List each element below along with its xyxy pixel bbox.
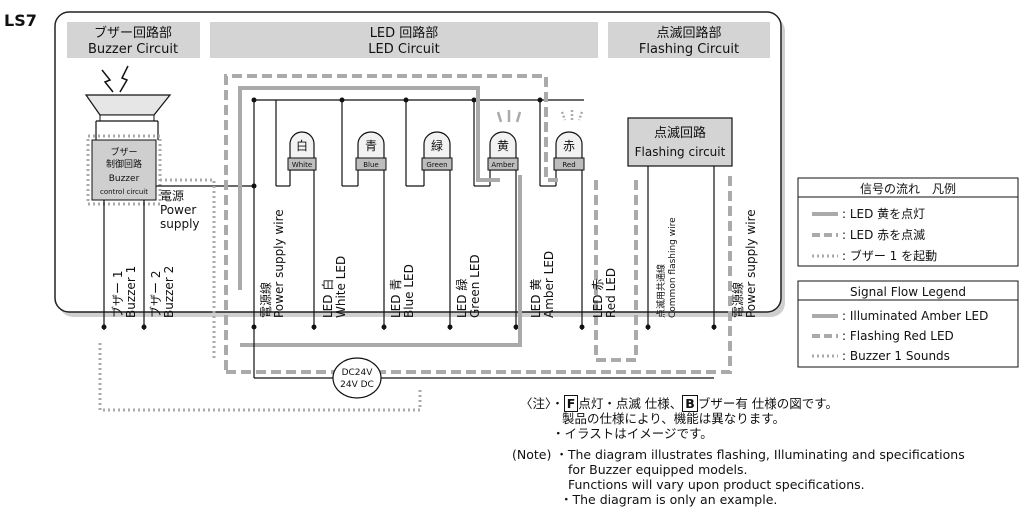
amber-signal-flow bbox=[238, 86, 522, 347]
wire-label-blue-led: LED 青 Blue LED bbox=[389, 264, 416, 318]
wire-label-green-led: LED 緑 Green LED bbox=[454, 254, 482, 318]
junction-dots bbox=[101, 97, 717, 330]
svg-text:24V DC: 24V DC bbox=[340, 380, 374, 390]
section-header-led: LED 回路部 LED Circuit bbox=[210, 22, 598, 58]
svg-text:Signal Flow Legend: Signal Flow Legend bbox=[850, 285, 966, 299]
svg-text:電源: 電源 bbox=[160, 189, 184, 203]
svg-text:黄: 黄 bbox=[497, 139, 509, 153]
svg-text:制御回路: 制御回路 bbox=[106, 158, 142, 170]
svg-text:青: 青 bbox=[365, 139, 377, 153]
svg-text:Power: Power bbox=[160, 203, 196, 217]
svg-text:Buzzer 2: Buzzer 2 bbox=[162, 266, 176, 318]
svg-text:: ブザー 1 を起動: : ブザー 1 を起動 bbox=[842, 248, 937, 263]
section-header-buzzer: ブザー回路部 Buzzer Circuit bbox=[67, 22, 200, 58]
wire-label-white-led: LED 白 White LED bbox=[320, 256, 348, 318]
svg-text:Buzzer: Buzzer bbox=[109, 174, 140, 184]
svg-text:Power supply wire: Power supply wire bbox=[272, 209, 286, 318]
svg-text:: Illuminated Amber LED: : Illuminated Amber LED bbox=[842, 309, 988, 323]
svg-text:Power supply wire: Power supply wire bbox=[744, 209, 758, 318]
led-blue: 青 Blue bbox=[355, 131, 387, 171]
svg-text:LED 白: LED 白 bbox=[320, 279, 335, 318]
svg-text:Amber: Amber bbox=[491, 161, 514, 169]
circuit-wires bbox=[103, 99, 715, 330]
svg-text:点滅用共通線: 点滅用共通線 bbox=[655, 264, 667, 318]
svg-text:LED 青: LED 青 bbox=[389, 279, 403, 318]
svg-text:Flashing Circuit: Flashing Circuit bbox=[639, 42, 739, 57]
svg-text:LED 回路部: LED 回路部 bbox=[370, 25, 439, 41]
svg-text:: Flashing Red LED: : Flashing Red LED bbox=[842, 329, 954, 343]
note-en-line-4: ・The diagram is only an example. bbox=[560, 492, 778, 507]
svg-text:信号の流れ 凡例: 信号の流れ 凡例 bbox=[860, 182, 956, 196]
svg-text:ブザー 2: ブザー 2 bbox=[148, 271, 163, 318]
led-green: 緑 Green bbox=[421, 131, 453, 171]
svg-text:赤: 赤 bbox=[563, 139, 575, 153]
svg-text:Buzzer 1: Buzzer 1 bbox=[124, 266, 138, 318]
svg-text:: LED 赤を点滅: : LED 赤を点滅 bbox=[842, 228, 925, 242]
svg-text:Flashing circuit: Flashing circuit bbox=[635, 145, 726, 159]
svg-text:Buzzer Circuit: Buzzer Circuit bbox=[88, 42, 178, 57]
wire-label-power-supply-right: 電源線 Power supply wire bbox=[730, 209, 758, 318]
wire-label-buzzer-2: ブザー 2 Buzzer 2 bbox=[148, 266, 176, 318]
svg-text:点滅回路部: 点滅回路部 bbox=[656, 25, 721, 41]
svg-text:White LED: White LED bbox=[334, 256, 348, 318]
svg-text:Blue LED: Blue LED bbox=[402, 264, 416, 318]
svg-text:DC24V: DC24V bbox=[342, 368, 374, 378]
wire-label-power-supply-left: 電源線 Power supply wire bbox=[258, 209, 286, 318]
wire-label-common-flashing: 点滅用共通線 Common flashing wire bbox=[655, 217, 678, 318]
wire-label-red-led: LED 赤 Red LED bbox=[591, 268, 618, 318]
section-header-flashing: 点滅回路部 Flashing Circuit bbox=[608, 22, 770, 58]
svg-text:ブザー 1: ブザー 1 bbox=[110, 271, 125, 318]
svg-text:Amber LED: Amber LED bbox=[542, 251, 556, 318]
buzzer-signal-flow bbox=[98, 178, 422, 412]
wire-label-buzzer-1: ブザー 1 Buzzer 1 bbox=[110, 266, 138, 318]
svg-text:電源線: 電源線 bbox=[730, 282, 745, 318]
note-ja-line-2: 製品の仕様により、機能は異なります。 bbox=[562, 411, 786, 426]
circuit-panel bbox=[54, 11, 782, 313]
legend-english: Signal Flow Legend : Illuminated Amber L… bbox=[797, 280, 1019, 368]
svg-text:点滅回路: 点滅回路 bbox=[654, 125, 706, 141]
svg-text:LED 黄: LED 黄 bbox=[529, 279, 543, 318]
led-white: 白 White bbox=[287, 131, 317, 171]
dc-power-source: DC24V 24V DC bbox=[253, 330, 714, 399]
note-en-line-2: for Buzzer equipped models. bbox=[568, 462, 748, 477]
svg-text:: LED 黄を点灯: : LED 黄を点灯 bbox=[842, 207, 925, 221]
buzzer-speaker-icon bbox=[84, 65, 172, 140]
led-red: 赤 Red bbox=[553, 110, 585, 171]
flashing-circuit-box: 点滅回路 Flashing circuit bbox=[627, 117, 733, 167]
legend-japanese: 信号の流れ 凡例 : LED 黄を点灯 : LED 赤を点滅 : ブザー 1 を… bbox=[797, 177, 1019, 267]
svg-text:supply: supply bbox=[160, 217, 200, 231]
svg-text:Common flashing wire: Common flashing wire bbox=[668, 217, 678, 318]
svg-text:白: 白 bbox=[296, 138, 308, 153]
svg-text:White: White bbox=[292, 161, 312, 169]
svg-text:LED 緑: LED 緑 bbox=[454, 279, 469, 318]
svg-text:LED Circuit: LED Circuit bbox=[368, 42, 439, 57]
note-en-line-1: (Note) ・The diagram illustrates flashing… bbox=[512, 447, 965, 462]
diagram-id-label: LS7 bbox=[4, 11, 37, 30]
wire-label-amber-led: LED 黄 Amber LED bbox=[529, 251, 556, 318]
svg-text:ブザー回路部: ブザー回路部 bbox=[94, 25, 172, 41]
svg-text:ブザー: ブザー bbox=[110, 146, 137, 158]
power-supply-label: 電源 Power supply bbox=[160, 189, 200, 231]
notes-english: (Note) ・The diagram illustrates flashing… bbox=[512, 447, 965, 507]
svg-text:緑: 緑 bbox=[431, 138, 443, 153]
svg-text:電源線: 電源線 bbox=[258, 282, 273, 318]
led-amber: 黄 Amber bbox=[487, 110, 522, 171]
red-flash-signal-flow bbox=[224, 74, 732, 374]
note-en-line-3: Functions will vary upon product specifi… bbox=[568, 477, 865, 492]
svg-text:Red: Red bbox=[562, 161, 575, 169]
svg-text:Red LED: Red LED bbox=[604, 268, 618, 318]
svg-text:LED 赤: LED 赤 bbox=[591, 279, 605, 318]
svg-text:Green LED: Green LED bbox=[468, 254, 482, 318]
svg-text:Blue: Blue bbox=[363, 161, 379, 169]
buzzer-control-circuit-box: ブザー 制御回路 Buzzer control circuit bbox=[86, 134, 162, 206]
note-ja-line-3: ・イラストはイメージです。 bbox=[552, 426, 713, 441]
svg-text:Green: Green bbox=[426, 161, 447, 169]
svg-text:: Buzzer 1 Sounds: : Buzzer 1 Sounds bbox=[842, 349, 950, 363]
svg-text:control circuit: control circuit bbox=[100, 188, 148, 196]
